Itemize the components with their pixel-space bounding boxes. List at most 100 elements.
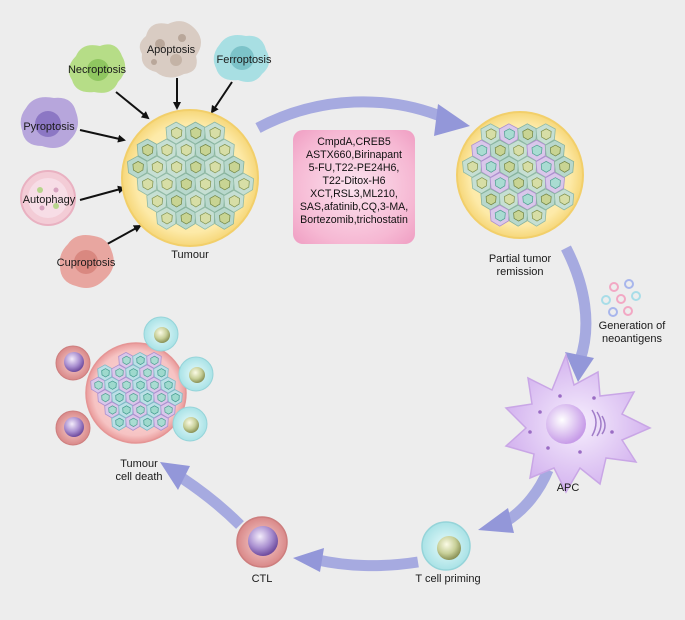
tumour-cell-nucleus — [485, 193, 497, 206]
tumour-cell-nucleus — [467, 161, 479, 173]
arrow-to-apc-head — [565, 352, 594, 382]
tumour-cell-nucleus — [115, 368, 124, 378]
arrow-to-apc — [561, 245, 592, 362]
tumour-cell-nucleus — [101, 393, 110, 403]
pyroptosis-blob — [20, 97, 79, 148]
tumour-cell-death-label: Tumour cell death — [102, 458, 176, 484]
tumour-cell-nucleus — [531, 144, 543, 157]
tumour-cell-nucleus — [209, 126, 221, 140]
neoantigens-line-2: neoantigens — [602, 333, 662, 345]
tumour-cell-nucleus — [122, 380, 131, 390]
tumour-cell-nucleus — [522, 128, 534, 141]
tumour-cell-nucleus — [136, 355, 145, 366]
tumour-cell-nucleus — [522, 193, 534, 206]
ferroptosis-label: Ferroptosis — [216, 54, 272, 66]
tumour-cell-nucleus — [559, 193, 570, 206]
tumour-cell-nucleus — [219, 144, 231, 157]
tumour-cell-nucleus — [494, 144, 506, 157]
tumour-cell-nucleus — [540, 161, 552, 173]
tumour-cell-nucleus — [142, 178, 154, 191]
drug-list-box: CmpdA,CREB5 ASTX660,Birinapant 5-FU,T22-… — [293, 130, 415, 244]
neoantigens-label: Generation of neoantigens — [590, 320, 674, 346]
partial-remission-line-1: Partial tumor — [488, 253, 552, 265]
tumour-cell-nucleus — [513, 144, 524, 157]
cuproptosis-label: Cuproptosis — [56, 257, 116, 269]
ctl-cell — [236, 516, 288, 568]
tumour-cell-nucleus — [150, 405, 159, 415]
drug-line: T22-Ditox-H6 — [322, 175, 386, 187]
t-cell — [421, 521, 471, 571]
neoantigen-icon — [601, 279, 641, 317]
arrow-to-tcell — [502, 467, 554, 527]
tumour-cell-nucleus — [504, 161, 515, 173]
neoantigens-line-1: Generation of — [598, 320, 666, 332]
tumour-cell-nucleus — [485, 161, 497, 173]
tumour-cell-nucleus — [161, 144, 173, 157]
partial-remission-line-2: remission — [496, 266, 544, 278]
tumour-cell-nucleus — [209, 195, 221, 208]
arrow-to-remission-head — [434, 104, 470, 136]
tumour-cell-nucleus — [151, 195, 163, 208]
tumour-cell-nucleus — [164, 405, 173, 415]
tumour-cell-nucleus — [157, 368, 166, 378]
tumour-cell-nucleus — [540, 193, 552, 206]
cuproptosis-blob — [59, 235, 114, 288]
pyroptosis-label: Pyroptosis — [23, 121, 75, 133]
apoptosis-label: Apoptosis — [146, 44, 196, 56]
tumour-cell-nucleus — [101, 368, 110, 378]
tumour-cell-nucleus — [219, 212, 231, 225]
arrow-to-death — [178, 473, 244, 529]
tumour-cell-nucleus — [228, 195, 240, 208]
tumour-cell-nucleus — [171, 393, 180, 403]
necroptosis-blob — [68, 44, 126, 93]
tumour-cell-nucleus — [476, 144, 488, 157]
apc-cell — [504, 352, 652, 494]
tumour-cell-nucleus — [171, 126, 183, 140]
tumour-cell-nucleus — [122, 405, 131, 415]
arrow-to-remission — [255, 96, 448, 133]
drug-line: CmpdA,CREB5 — [317, 136, 391, 148]
tumour-cell-nucleus — [228, 161, 240, 174]
tumour-cell-nucleus — [150, 380, 159, 390]
tumour-cell-nucleus — [199, 178, 212, 191]
tumour-label: Tumour — [171, 249, 209, 261]
tumour-cell-nucleus — [136, 380, 145, 390]
cell-death-line-1: Tumour — [120, 458, 158, 470]
autophagy-label: Autophagy — [22, 194, 76, 206]
ctl-label: CTL — [251, 573, 273, 585]
drug-line: 5-FU,T22-PE24H6, — [308, 162, 400, 174]
tumour-cell-nucleus — [171, 161, 183, 174]
tumour-cell-nucleus — [550, 144, 561, 157]
partial-remission-label: Partial tumor remission — [480, 253, 560, 279]
tumour-cell-nucleus — [540, 128, 552, 141]
tumour-cell-nucleus — [190, 161, 202, 174]
tumour-cell-nucleus — [476, 177, 488, 190]
tumour-cell-nucleus — [522, 161, 534, 173]
tumour-cell-nucleus — [129, 368, 138, 378]
drug-line: ASTX660,Birinapant — [306, 149, 402, 161]
cell-death-line-2: cell death — [115, 471, 163, 483]
drug-line: XCT,RSL3,ML210, — [310, 188, 398, 200]
tumour-cell-nucleus — [180, 178, 192, 191]
tumour-cell-nucleus — [122, 355, 131, 366]
death-mode-arrows — [79, 78, 233, 249]
tumour-cell-nucleus — [143, 393, 152, 403]
tumour-cell-nucleus — [531, 209, 543, 222]
arrow-to-ctl-head — [293, 548, 324, 572]
tumour-cell-nucleus — [199, 212, 212, 225]
tumour-cell-nucleus — [129, 417, 138, 428]
apc-label: APC — [556, 482, 580, 494]
tumour-cell-nucleus — [531, 177, 543, 190]
tumour-cell-nucleus — [199, 144, 212, 157]
tumour-cell-nucleus — [164, 380, 173, 390]
tumour-cell-nucleus — [171, 195, 183, 208]
t-cell-priming-label: T cell priming — [415, 573, 481, 585]
tumour-cell-nucleus — [161, 212, 173, 225]
tumour-mass — [121, 109, 259, 247]
tumour-cell-nucleus — [136, 405, 145, 415]
tumour-cell-nucleus — [209, 161, 221, 174]
tumour-cell-nucleus — [132, 161, 144, 174]
tumour-cell-nucleus — [219, 178, 231, 191]
tumour-cell-nucleus — [559, 161, 570, 173]
remission-tumour — [456, 111, 584, 239]
